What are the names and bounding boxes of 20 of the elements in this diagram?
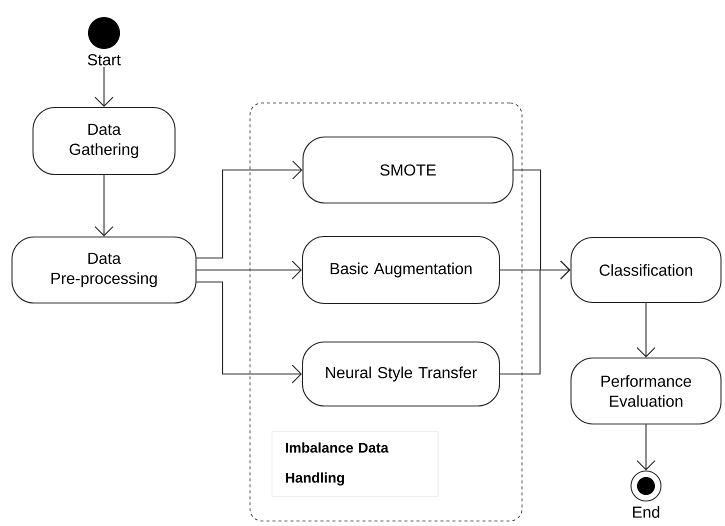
end-circle [630,470,662,502]
arrow [196,260,302,280]
node-caption: Start [88,54,121,66]
arrow [196,160,302,259]
activity-box: Data Pre-processing [11,236,197,304]
start-circle [88,17,120,49]
arrow [500,260,570,375]
arrow [94,175,114,236]
arrow [196,281,302,384]
activity-box: SMOTE [302,136,514,204]
node-caption: End [633,506,660,518]
activity-box: Performance Evaluation [570,357,722,425]
arrow [636,424,656,470]
arrow [636,303,656,358]
group-label: Imbalance Data Handling [272,431,438,497]
arrow [94,66,114,107]
activity-box: Neural Style Transfer [302,341,500,407]
activity-box: Data Gathering [32,106,176,176]
activity-box: Basic Augmentation [302,236,500,304]
activity-box: Classification [570,236,722,304]
